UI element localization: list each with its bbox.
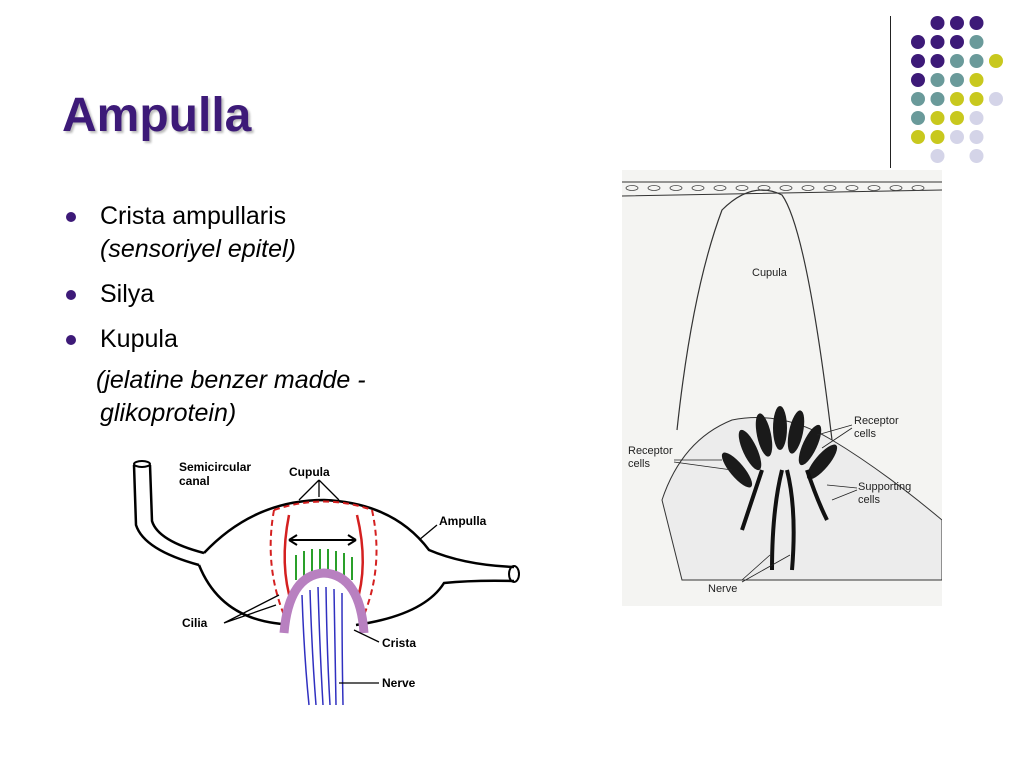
- epithelial-cell: [713, 185, 727, 191]
- decor-dot: [911, 92, 925, 106]
- decor-dot: [930, 130, 945, 144]
- decor-dot: [930, 111, 945, 125]
- decor-dot: [969, 16, 984, 30]
- decor-dot: [930, 54, 945, 68]
- decor-dot: [930, 35, 945, 49]
- label-semicircular: Semicircular: [179, 460, 251, 474]
- label-receptor-right-2: cells: [854, 428, 877, 440]
- crista-illustration-figure: Cupula Receptor cells Receptor cells Sup…: [622, 170, 942, 606]
- bullet-text: Kupula: [100, 325, 178, 353]
- label-cupula: Cupula: [289, 465, 330, 479]
- epithelial-cell: [779, 185, 793, 191]
- decor-dot: [911, 54, 925, 68]
- decor-dot: [911, 130, 925, 144]
- bullet-item-silya: Silya: [62, 278, 462, 311]
- epithelial-cell: [801, 185, 815, 191]
- label-cilia: Cilia: [182, 616, 208, 630]
- decor-dot: [969, 92, 984, 106]
- label-supporting-1: Supporting: [858, 481, 911, 493]
- label-receptor-left-2: cells: [628, 458, 651, 470]
- bullet-dot-icon: [66, 290, 76, 300]
- epithelial-cell: [823, 185, 837, 191]
- decor-dot: [950, 54, 964, 68]
- bullet-text: Crista ampullaris: [100, 202, 287, 230]
- decor-dot: [950, 73, 964, 87]
- continuation-line-1: (jelatine benzer madde -: [96, 366, 366, 394]
- epithelial-cell: [845, 185, 859, 191]
- decorative-dot-grid: [911, 16, 1003, 163]
- bullet-item-crista: Crista ampullaris (sensoriyel epitel): [62, 200, 462, 266]
- epithelial-cell: [735, 185, 749, 191]
- decor-dot: [950, 92, 964, 106]
- decor-dot: [911, 73, 925, 87]
- receptor-cell: [755, 413, 773, 457]
- vertical-divider: [890, 16, 891, 168]
- slide-title: Ampulla: [62, 89, 252, 142]
- decor-dot: [950, 111, 964, 125]
- decor-dot: [911, 111, 925, 125]
- decor-dot: [930, 92, 945, 106]
- epithelial-cell: [691, 185, 705, 191]
- label-crista: Crista: [382, 636, 416, 650]
- label-cupula-right: Cupula: [752, 267, 788, 279]
- epithelial-cell: [625, 185, 639, 191]
- decor-dot: [950, 35, 964, 49]
- epithelial-cell: [911, 185, 925, 191]
- label-nerve: Nerve: [382, 676, 416, 690]
- decor-dot: [969, 35, 984, 49]
- decor-dot: [930, 16, 945, 30]
- receptor-cell: [798, 424, 822, 466]
- bullet-text: Silya: [100, 280, 155, 308]
- decor-dot: [989, 92, 1003, 106]
- decor-dot: [950, 16, 964, 30]
- ampulla-schematic-figure: Semicircular canal Cupula Ampulla Cilia …: [132, 460, 520, 706]
- label-nerve-right: Nerve: [708, 583, 737, 595]
- epithelial-cell: [889, 185, 903, 191]
- label-canal: canal: [179, 474, 210, 488]
- receptor-cell: [806, 444, 838, 480]
- epithelial-cell: [669, 185, 683, 191]
- decor-dot: [911, 35, 925, 49]
- label-receptor-left-1: Receptor: [628, 445, 673, 457]
- bullet-list: Crista ampullaris (sensoriyel epitel) Si…: [62, 200, 462, 442]
- receptor-cell: [773, 406, 787, 450]
- bullet-item-kupula: Kupula: [62, 323, 462, 356]
- decor-dot: [950, 130, 964, 144]
- receptor-cell: [721, 452, 753, 488]
- label-ampulla: Ampulla: [439, 514, 487, 528]
- bullet-dot-icon: [66, 335, 76, 345]
- label-receptor-right-1: Receptor: [854, 415, 899, 427]
- decor-dot: [969, 73, 984, 87]
- decor-dot: [969, 111, 984, 125]
- decor-dot: [930, 73, 945, 87]
- bullet-continuation: (jelatine benzer madde - glikoprotein): [62, 364, 462, 430]
- decor-dot: [969, 54, 984, 68]
- epithelial-cell: [867, 185, 881, 191]
- epithelial-cell: [647, 185, 661, 191]
- decor-dot: [989, 54, 1003, 68]
- bullet-subtext: (sensoriyel epitel): [100, 235, 296, 263]
- decor-dot: [969, 149, 984, 163]
- label-supporting-2: cells: [858, 494, 881, 506]
- decor-dot: [930, 149, 945, 163]
- receptor-cell: [738, 429, 762, 471]
- receptor-cell: [787, 410, 805, 454]
- continuation-line-2: glikoprotein): [100, 399, 237, 427]
- decor-dot: [969, 130, 984, 144]
- bullet-dot-icon: [66, 212, 76, 222]
